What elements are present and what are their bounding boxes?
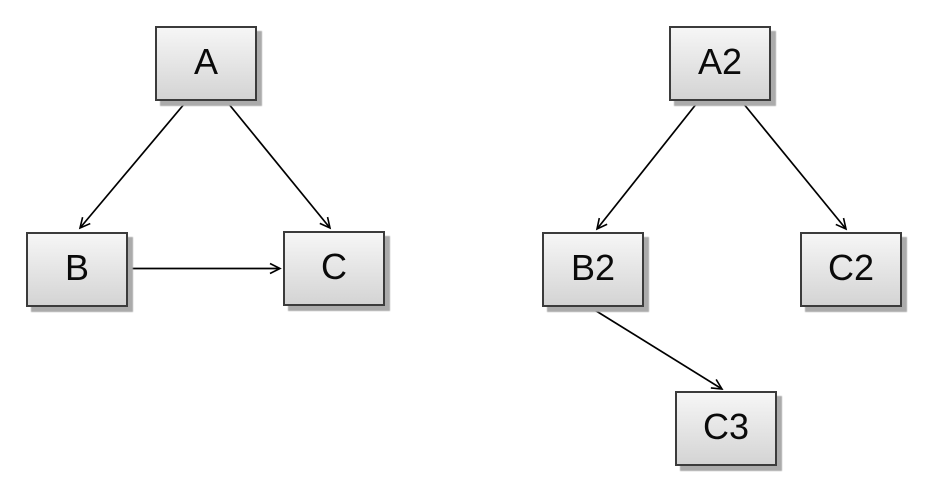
node-c3-label: C3 (702, 405, 750, 447)
node-b[interactable]: B (26, 232, 128, 307)
node-c2[interactable]: C2 (800, 232, 902, 307)
node-b2[interactable]: B2 (542, 232, 644, 307)
node-c3[interactable]: C3 (675, 391, 777, 466)
node-c-label: C (321, 245, 347, 287)
edge-a2-to-c2 (742, 102, 848, 231)
node-b-label: B (64, 246, 89, 288)
node-a-label: A (193, 40, 218, 82)
node-c[interactable]: C (283, 231, 385, 306)
edge-a2-to-b2 (595, 102, 698, 231)
node-a[interactable]: A (155, 26, 257, 101)
node-a2[interactable]: A2 (669, 26, 771, 101)
node-a2-label: A2 (697, 40, 743, 82)
edge-a-to-b (78, 102, 186, 230)
edge-b2-to-c3 (592, 308, 724, 390)
node-c2-label: C2 (827, 246, 875, 288)
node-b2-label: B2 (570, 246, 616, 288)
edge-a-to-c (227, 102, 332, 230)
